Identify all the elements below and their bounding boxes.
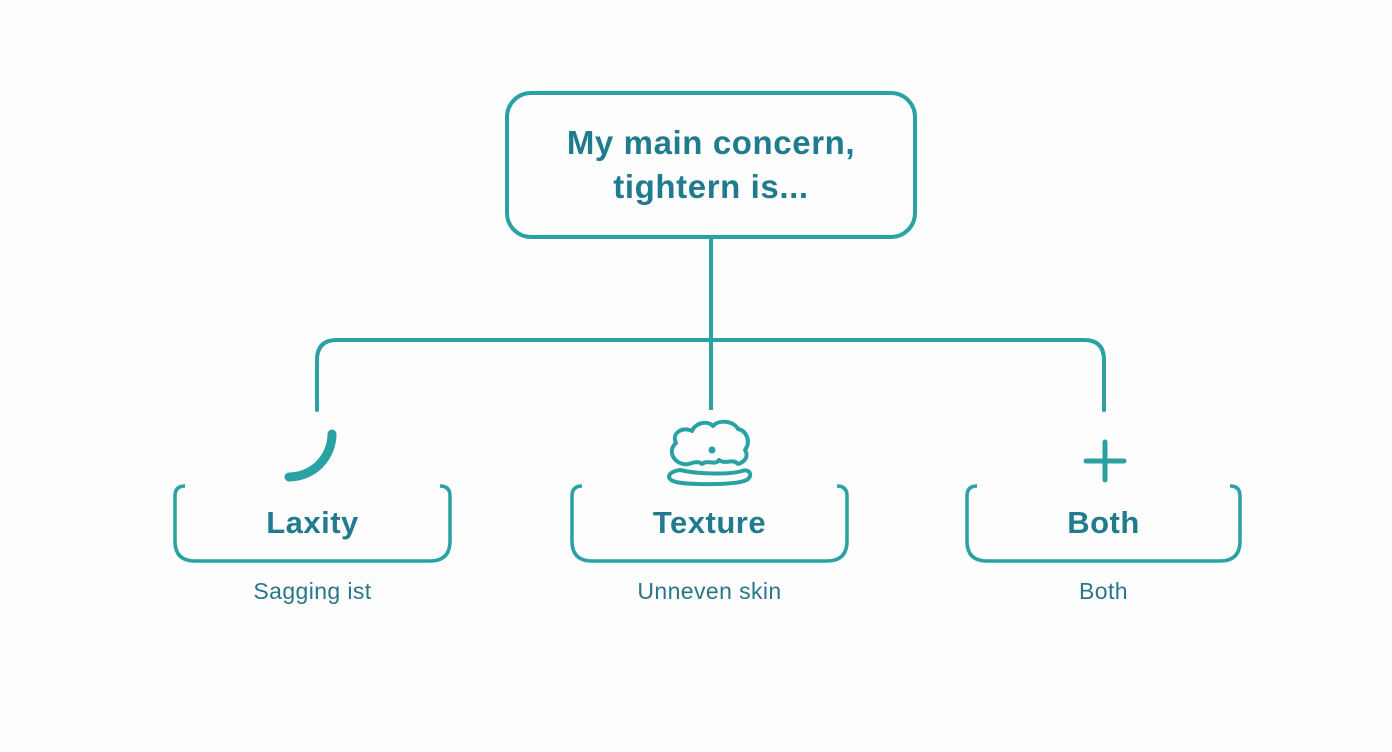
branch-label-laxity: Laxity <box>266 505 359 540</box>
texture-dot <box>708 446 716 454</box>
option-bracket-texture <box>570 484 849 563</box>
branch-label-both: Both <box>1067 505 1140 540</box>
root-node-label: My main concern, tightern is... <box>566 124 856 205</box>
option-bracket-laxity <box>173 484 452 563</box>
sag-curve-icon <box>284 429 337 482</box>
root-node: My main concern, tightern is... <box>505 91 917 239</box>
plus-icon <box>1083 439 1127 483</box>
texture-cloud-outline <box>669 419 750 467</box>
branch-caption-both: Both <box>1079 577 1128 604</box>
branch-caption-texture: Unneven skin <box>637 577 782 604</box>
option-bracket-both <box>965 484 1242 563</box>
branch-caption-laxity: Sagging ist <box>253 577 372 604</box>
skin-texture-icon <box>667 419 753 487</box>
texture-base-wave <box>667 468 753 487</box>
branch-label-texture: Texture <box>652 505 767 540</box>
branch-distributor-connector <box>315 338 1106 412</box>
